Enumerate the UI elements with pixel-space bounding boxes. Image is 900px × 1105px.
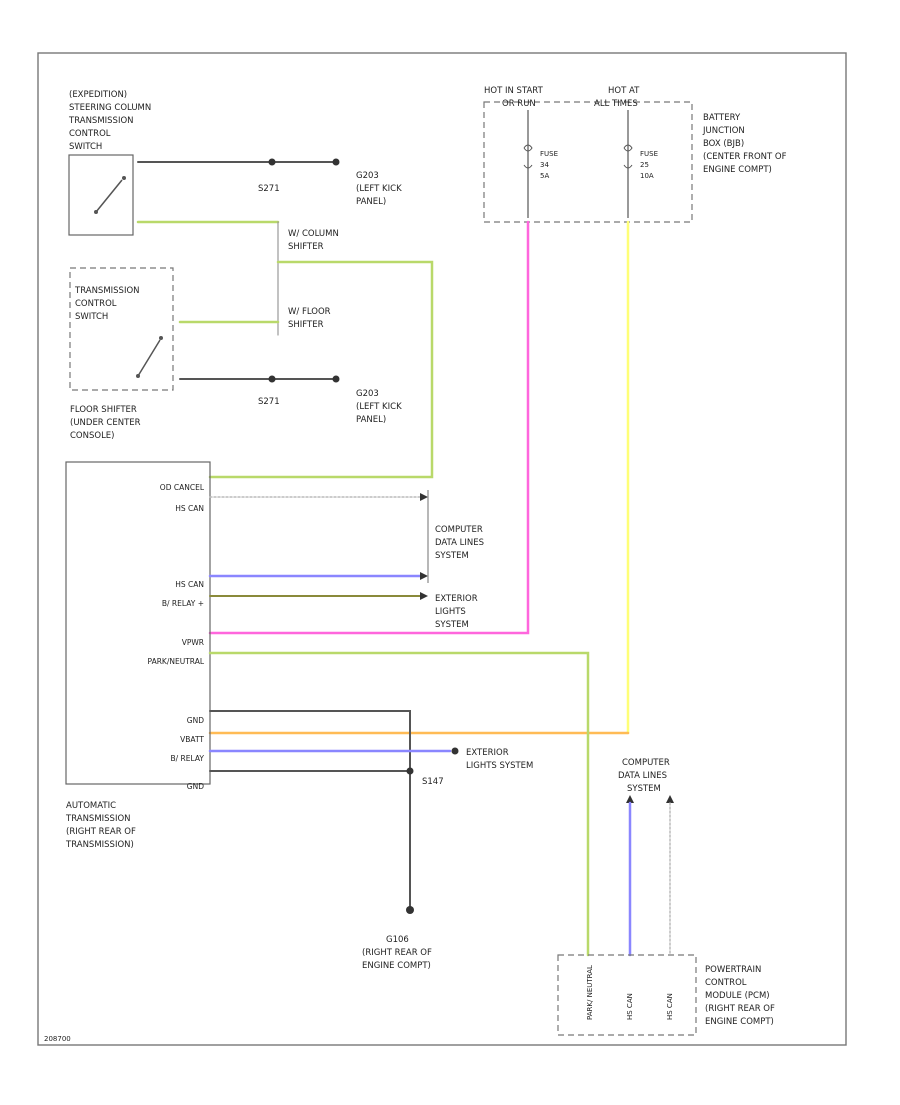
- pcm-module: PARK/ NEUTRAL HS CAN HS CAN POWERTRAIN C…: [557, 954, 775, 1036]
- bjb-label-3: (CENTER FRONT OF: [703, 152, 787, 162]
- cdl-top-label-0: COMPUTER: [622, 758, 670, 768]
- floor-caption-2: CONSOLE): [70, 431, 115, 441]
- steer-switch-label-0: (EXPEDITION): [69, 90, 127, 100]
- battery-junction-box: HOT IN START OR RUN HOT AT ALL TIMES BAT…: [483, 86, 787, 223]
- pcm-label-2: MODULE (PCM): [705, 991, 770, 1001]
- hot-all-label-1: ALL TIMES: [594, 99, 638, 109]
- floor-switch-label-2: SWITCH: [75, 312, 108, 322]
- splice-s271-bottom: [268, 375, 276, 383]
- tcm-pin-gnd-1: GND: [187, 716, 204, 725]
- tcm-module: AUTOMATIC TRANSMISSION (RIGHT REAR OF TR…: [65, 461, 211, 850]
- wire-park-neutral: [208, 651, 590, 957]
- pcm-label-3: (RIGHT REAR OF: [705, 1004, 775, 1014]
- floor-caption-1: (UNDER CENTER: [70, 418, 141, 428]
- pcm-label-1: CONTROL: [705, 978, 747, 988]
- tcm-pin-b-relay: B/ RELAY: [171, 754, 205, 763]
- pcm-label-0: POWERTRAIN: [705, 965, 761, 975]
- tcm-pin-vpwr: VPWR: [182, 638, 204, 647]
- diagram-frame: [37, 52, 847, 1046]
- fuse-b-1: 25: [640, 161, 649, 169]
- bjb-label-1: JUNCTION: [702, 126, 745, 136]
- g203-bottom-label-1: (LEFT KICK: [356, 402, 402, 412]
- cdl-top-label-2: SYSTEM: [627, 784, 661, 794]
- ext-lights2-label-0: EXTERIOR: [466, 748, 509, 758]
- splice-s271-top: [268, 158, 276, 166]
- tcm-pin-park-neutral: PARK/NEUTRAL: [148, 657, 205, 666]
- steer-switch-label-4: SWITCH: [69, 142, 102, 152]
- fuse-a-1: 34: [540, 161, 549, 169]
- pcm-pin-hs-can-2: HS CAN: [666, 993, 674, 1020]
- wire-vpwr-pink: [208, 220, 530, 635]
- floor-switch-label-1: CONTROL: [75, 299, 117, 309]
- hot-start-label-0: HOT IN START: [484, 86, 544, 96]
- col-shifter-label-1: SHIFTER: [288, 242, 324, 252]
- floor-switch-label-0: TRANSMISSION: [74, 286, 140, 296]
- ground-g203-top: [332, 158, 340, 166]
- steering-column-switch: (EXPEDITION) STEERING COLUMN TRANSMISSIO…: [68, 90, 151, 236]
- wire-green-to-tcm: [208, 260, 434, 479]
- floor-shifter-label-1: SHIFTER: [288, 320, 324, 330]
- pcm-pin-hs-can-1: HS CAN: [626, 993, 634, 1020]
- splice-s271-label-bottom: S271: [258, 397, 280, 407]
- cdl-top-label-1: DATA LINES: [618, 771, 667, 781]
- cdl-label-1: DATA LINES: [435, 538, 484, 548]
- tcm-pin-hs-can-1: HS CAN: [175, 504, 204, 513]
- col-shifter-label-0: W/ COLUMN: [288, 229, 339, 239]
- bjb-label-4: ENGINE COMPT): [703, 165, 772, 175]
- g203-bottom-label-0: G203: [356, 389, 379, 399]
- g203-top-label-1: (LEFT KICK: [356, 184, 402, 194]
- hot-start-label-1: OR RUN: [502, 99, 536, 109]
- g203-top-label-2: PANEL): [356, 197, 386, 207]
- ext-lights-label-2: SYSTEM: [435, 620, 469, 630]
- g106-label-0: G106: [386, 935, 409, 945]
- floor-shifter-switch: TRANSMISSION CONTROL SWITCH FLOOR SHIFTE…: [69, 267, 174, 441]
- cdl-label-2: SYSTEM: [435, 551, 469, 561]
- g106-label-2: ENGINE COMPT): [362, 961, 431, 971]
- ground-g106: [406, 906, 414, 914]
- tcm-caption-1: TRANSMISSION: [65, 814, 131, 824]
- ground-g203-bottom: [332, 375, 340, 383]
- pcm-label-4: ENGINE COMPT): [705, 1017, 774, 1027]
- bjb-label-0: BATTERY: [703, 113, 741, 123]
- fuse-a-2: 5A: [540, 172, 549, 180]
- hot-all-label-0: HOT AT: [608, 86, 640, 96]
- tcm-pin-od-cancel: OD CANCEL: [160, 483, 205, 492]
- steer-switch-label-1: STEERING COLUMN: [69, 103, 151, 113]
- floor-shifter-label-0: W/ FLOOR: [288, 307, 331, 317]
- g106-label-1: (RIGHT REAR OF: [362, 948, 432, 958]
- tcm-pin-vbatt: VBATT: [180, 735, 204, 744]
- splice-s271-label-top: S271: [258, 184, 280, 194]
- tcm-caption-0: AUTOMATIC: [66, 801, 116, 811]
- g203-bottom-label-2: PANEL): [356, 415, 386, 425]
- tcm-pin-hs-can-2: HS CAN: [175, 580, 204, 589]
- splice-s147-label: S147: [422, 777, 444, 787]
- bjb-label-2: BOX (BJB): [703, 139, 744, 149]
- tcm-pin-b-relay-plus: B/ RELAY +: [162, 599, 204, 608]
- ext-lights2-label-1: LIGHTS SYSTEM: [466, 761, 533, 771]
- fuse-b-2: 10A: [640, 172, 654, 180]
- tcm-caption-3: TRANSMISSION): [65, 840, 134, 850]
- tcm-caption-2: (RIGHT REAR OF: [66, 827, 136, 837]
- floor-caption-0: FLOOR SHIFTER: [70, 405, 137, 415]
- g203-top-label-0: G203: [356, 171, 379, 181]
- ext-lights-label-0: EXTERIOR: [435, 594, 478, 604]
- ext-lights-label-1: LIGHTS: [435, 607, 466, 617]
- wire-gnd-1: [209, 710, 411, 911]
- splice-s147: [406, 767, 414, 775]
- footer-code: 208700: [44, 1035, 71, 1043]
- fuse-a-0: FUSE: [540, 150, 558, 158]
- tcm-pin-gnd-2: GND: [187, 782, 204, 791]
- fuse-b-0: FUSE: [640, 150, 658, 158]
- cdl-label-0: COMPUTER: [435, 525, 483, 535]
- pcm-pin-park-neutral: PARK/ NEUTRAL: [586, 965, 594, 1020]
- steer-switch-label-2: TRANSMISSION: [68, 116, 134, 126]
- steer-switch-label-3: CONTROL: [69, 129, 111, 139]
